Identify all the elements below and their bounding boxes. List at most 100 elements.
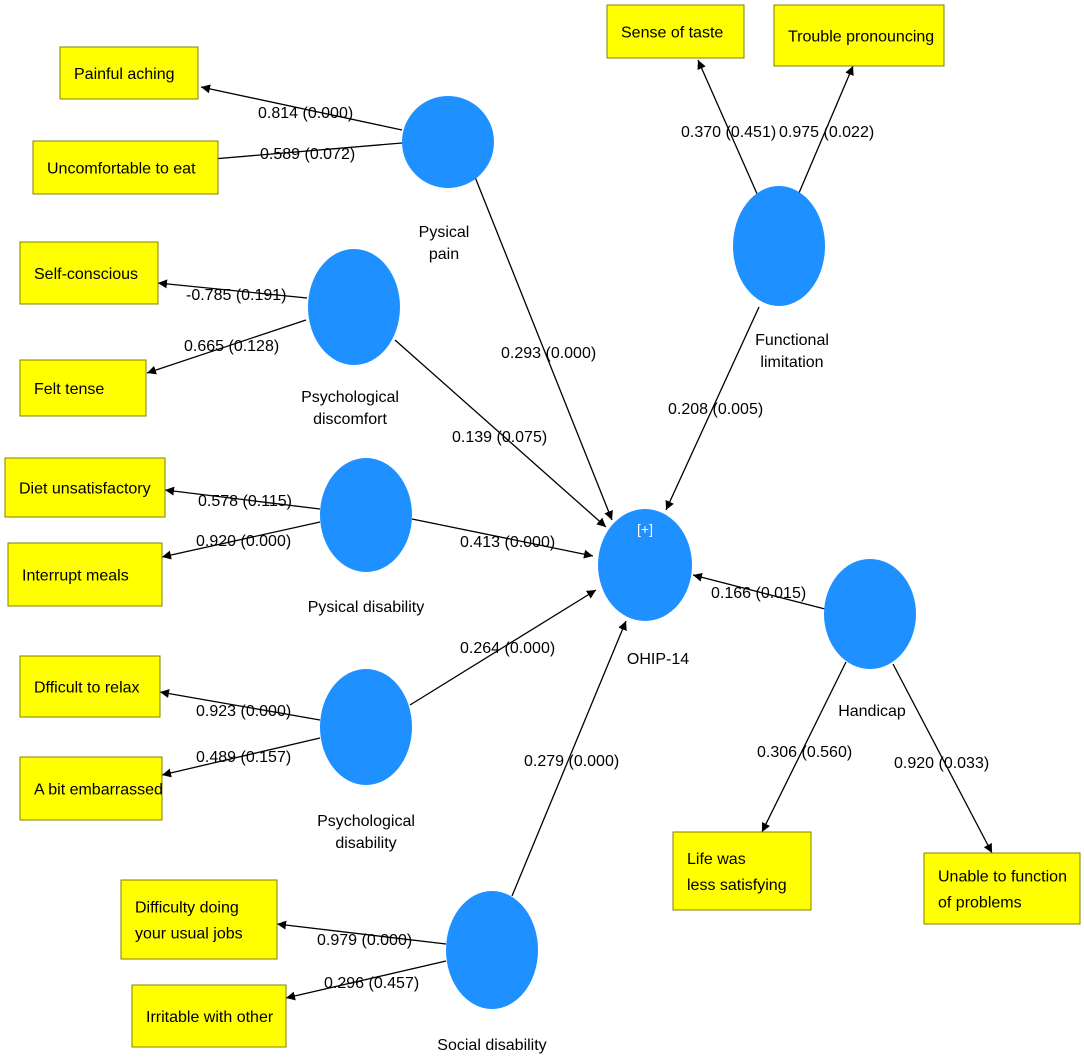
path-arrow-func-to-taste [697,59,759,197]
path-arrow-psydisab-to-embar [161,737,321,778]
construct-label: OHIP-14 [627,651,689,668]
edges-layer [146,59,993,1001]
path-arrow-handicap-to-unable [892,663,993,854]
indicator-label: Difficulty doing [135,900,239,917]
path-coefficient-func-to-taste: 0.370 (0.451) [681,124,776,141]
indicator-label: Self-conscious [34,266,138,283]
indicator-box [131,984,287,1048]
path-coefficient-handicap-to-life: 0.306 (0.560) [757,744,852,761]
indicator-meals: Interrupt meals [7,542,163,607]
indicator-label: Unable to function [938,869,1067,886]
path-coefficient-social-to-jobs: 0.979 (0.000) [317,932,412,949]
path-arrow-psydisab-to-relax [159,689,321,721]
indicator-box [606,4,745,59]
construct-label: Handicap [838,703,906,720]
path-coefficient-pain-to-uncomf: 0.589 (0.072) [260,146,355,163]
indicator-label: Interrupt meals [22,568,129,585]
construct-pain: Pysical pain [402,96,494,263]
indicator-life: Life was less satisfying [672,831,812,911]
construct-social: Social disability [437,891,547,1054]
indicator-label: Uncomfortable to eat [47,161,196,178]
construct-circle [402,96,494,188]
indicator-label: Painful aching [74,66,175,83]
indicator-box [19,241,159,305]
construct-circle [308,249,400,365]
indicator-box [19,655,161,718]
indicator-tense: Felt tense [19,359,147,417]
path-arrow-discomfort-to-ohip [394,339,607,528]
construct-label: Pysical [419,224,470,241]
construct-label: limitation [760,354,823,371]
indicator-label: Trouble pronouncing [788,29,934,46]
indicator-uncomf: Uncomfortable to eat [32,140,219,195]
construct-label: discomfort [313,411,387,428]
indicator-selfc: Self-conscious [19,241,159,305]
path-arrow-func-to-pron [798,65,854,194]
indicator-box [7,542,163,607]
indicator-box [19,359,147,417]
indicator-diet: Diet unsatisfactory [4,457,166,518]
indicator-label: Diet unsatisfactory [19,481,151,498]
indicator-box [672,831,812,911]
path-arrow-pain-to-ohip [470,166,613,521]
path-coefficient-handicap-to-ohip: 0.166 (0.015) [711,585,806,602]
construct-label: pain [429,246,459,263]
construct-func: Functional limitation [733,186,829,371]
path-arrow-social-to-ohip [511,620,627,897]
construct-pdisab: Pysical disability [308,458,424,616]
path-arrow-func-to-ohip [665,306,760,511]
construct-label: disability [335,835,396,852]
indicator-aching: Painful aching [59,46,199,100]
path-coefficient-social-to-ohip: 0.279 (0.000) [524,753,619,770]
nodes-layer: PysicalpainPsychologicaldiscomfortPysica… [301,96,916,1054]
path-coefficient-psydisab-to-embar: 0.489 (0.157) [196,749,291,766]
edge-labels-layer: 0.814 (0.000)0.589 (0.072)-0.785 (0.191)… [184,105,989,992]
indicator-box [32,140,219,195]
construct-psydisab: Psychological disability [317,669,415,852]
path-coefficient-social-to-irrit: 0.296 (0.457) [324,975,419,992]
construct-circle [320,458,412,572]
indicator-label: A bit embarrassed [34,782,163,799]
construct-label: Social disability [437,1037,546,1054]
construct-circle [446,891,538,1009]
construct-ohip: [+] OHIP-14 [598,509,692,668]
path-coefficient-pdisab-to-meals: 0.920 (0.000) [196,533,291,550]
path-coefficient-pdisab-to-ohip: 0.413 (0.000) [460,534,555,551]
path-arrow-pdisab-to-diet [164,486,321,510]
path-arrow-discomfort-to-tense [146,319,307,375]
path-coefficient-psydisab-to-ohip: 0.264 (0.000) [460,640,555,657]
indicator-box [773,4,945,67]
indicator-label: Irritable with other [146,1009,274,1026]
construct-circle [733,186,825,306]
indicator-taste: Sense of taste [606,4,745,59]
construct-handicap: Handicap [824,559,916,720]
construct-label: Functional [755,332,829,349]
indicator-label: Sense of taste [621,25,723,42]
indicator-box [4,457,166,518]
path-arrow-social-to-jobs [276,920,447,945]
path-coefficient-discomfort-to-ohip: 0.139 (0.075) [452,429,547,446]
indicator-label: Life was [687,851,746,868]
path-arrow-discomfort-to-selfc [157,279,308,299]
construct-label: Psychological [317,813,415,830]
path-arrow-pdisab-to-meals [161,521,321,560]
indicator-label: of problems [938,895,1022,912]
path-coefficient-pain-to-ohip: 0.293 (0.000) [501,345,596,362]
path-coefficient-pain-to-aching: 0.814 (0.000) [258,105,353,122]
indicator-label: Dfficult to relax [34,680,140,697]
indicator-unable: Unable to function of problems [923,852,1081,925]
indicator-box [923,852,1081,925]
path-arrow-pain-to-uncomf [200,142,403,164]
path-arrow-social-to-irrit [285,960,447,1001]
indicator-embar: A bit embarrassed [19,756,163,821]
indicator-label: less satisfying [687,877,787,894]
construct-circle [320,669,412,785]
expand-toggle[interactable]: [+] [637,521,653,537]
path-arrow-handicap-to-ohip [692,572,826,610]
path-coefficient-discomfort-to-tense: 0.665 (0.128) [184,338,279,355]
indicator-box [59,46,199,100]
indicator-relax: Dfficult to relax [19,655,161,718]
